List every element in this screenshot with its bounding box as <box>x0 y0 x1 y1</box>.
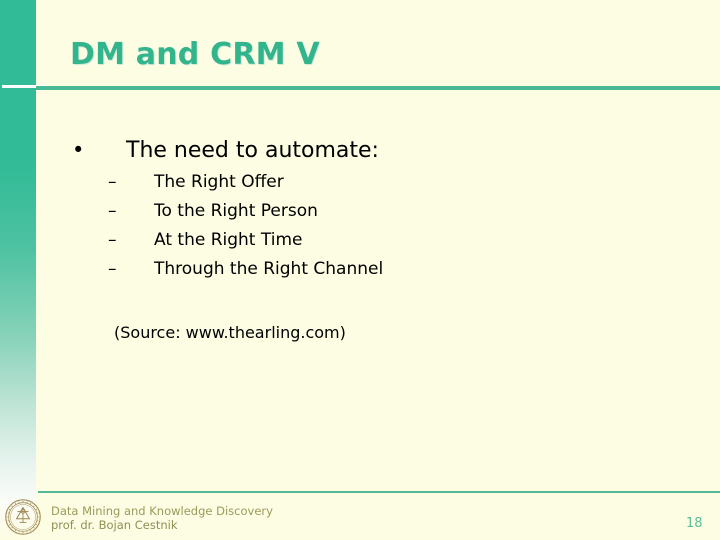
main-bullet-label: The need to automate: <box>126 138 379 163</box>
main-bullet-item: • The need to automate: <box>72 138 379 163</box>
list-item: – At the Right Time <box>108 230 383 259</box>
title-rule-green <box>36 86 720 90</box>
page-title: DM and CRM V <box>70 37 320 72</box>
university-seal-icon <box>4 498 42 536</box>
list-item-label: To the Right Person <box>154 201 318 221</box>
page-number: 18 <box>686 516 703 531</box>
list-item: – Through the Right Channel <box>108 259 383 288</box>
bullet-dot-icon: • <box>72 138 85 162</box>
footer-divider <box>38 491 720 493</box>
left-accent-band <box>0 0 36 540</box>
footer-credits: Data Mining and Knowledge Discovery prof… <box>51 504 273 532</box>
dash-marker-icon: – <box>108 201 117 221</box>
dash-marker-icon: – <box>108 259 117 279</box>
footer-course-title: Data Mining and Knowledge Discovery <box>51 504 273 518</box>
list-item-label: At the Right Time <box>154 230 303 250</box>
list-item: – The Right Offer <box>108 172 383 201</box>
title-rule-white <box>2 85 46 88</box>
list-item: – To the Right Person <box>108 201 383 230</box>
list-item-label: Through the Right Channel <box>154 259 384 279</box>
sub-bullet-list: – The Right Offer – To the Right Person … <box>108 172 383 288</box>
dash-marker-icon: – <box>108 230 117 250</box>
footer-author: prof. dr. Bojan Cestnik <box>51 518 178 532</box>
dash-marker-icon: – <box>108 172 117 192</box>
list-item-label: The Right Offer <box>154 172 284 192</box>
source-attribution: (Source: www.thearling.com) <box>114 323 346 342</box>
